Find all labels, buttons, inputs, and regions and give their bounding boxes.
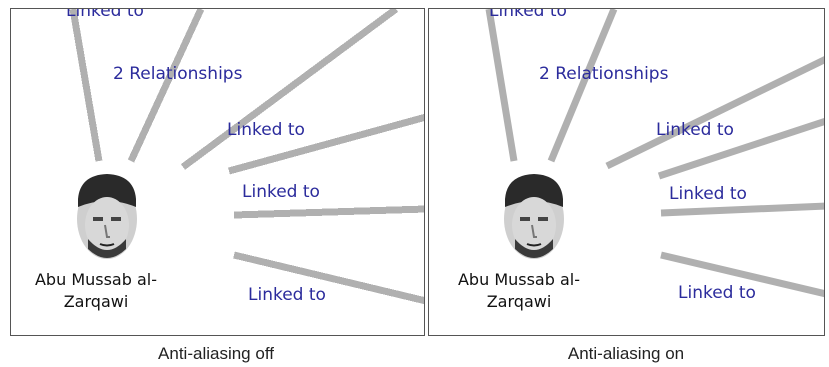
edge-line [180,9,399,170]
edge-line [547,9,618,163]
person-name-line2: Zarqawi [63,292,129,311]
person-photo-icon [504,174,564,259]
person-photo-icon [77,174,137,259]
edge-label: Linked to [669,184,747,204]
edge-label: Linked to [66,8,144,21]
edge-line [69,9,103,162]
edge-label: Linked to [248,285,326,305]
edge-label: Linked to [242,182,320,202]
edge-line [233,251,424,305]
edge-label: Linked to [489,8,567,21]
edge-line [605,56,824,170]
person-name-line2: Zarqawi [486,292,552,311]
edge-label-relationships: 2 Relationships [539,64,669,84]
panel-anti-aliasing-off: Linked to 2 Relationships Linked to Link… [10,8,425,336]
edge-line [660,202,824,217]
edge-label: Linked to [656,120,734,140]
person-name-line1: Abu Mussab al- [457,270,580,289]
edge-line [485,9,518,162]
edge-line [657,117,824,180]
edge-label: Linked to [678,283,756,303]
edge-label-relationships: 2 Relationships [113,64,243,84]
person-name-line1: Abu Mussab al- [34,270,157,289]
edge-lines [69,9,424,305]
edge-line [233,205,424,219]
person-name: Abu Mussab al- Zarqawi [11,269,191,313]
edge-line [127,9,205,163]
edge-line [660,251,824,298]
edge-label: Linked to [227,120,305,140]
panel-anti-aliasing-on: Linked to 2 Relationships Linked to Link… [428,8,825,336]
person-name: Abu Mussab al- Zarqawi [429,269,614,313]
caption-anti-aliasing-off: Anti-aliasing off [158,344,274,363]
edge-lines [485,9,824,298]
caption-anti-aliasing-on: Anti-aliasing on [567,344,685,363]
edge-line [228,113,424,175]
